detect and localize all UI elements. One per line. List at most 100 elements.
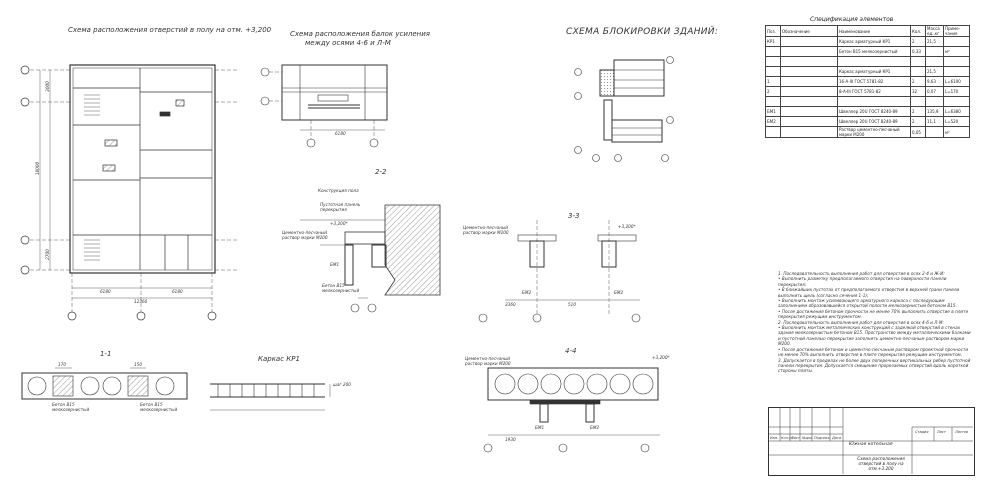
spec-cell: L=170 xyxy=(943,86,970,97)
dim-total: 12360 xyxy=(134,299,148,304)
spec-cell: Каркас арматурный КР1 xyxy=(837,36,911,47)
plan-title: Схема расположения отверстий в полу на о… xyxy=(68,26,272,34)
label-level-44: +3,200* xyxy=(652,355,670,360)
construction-notes: 1. Последовательность выполнения работ д… xyxy=(778,271,973,374)
dim-b: 2700 xyxy=(44,249,50,260)
spec-cell: 8-А-III ГОСТ 5781-82 xyxy=(837,86,911,97)
spec-cell xyxy=(780,76,838,87)
stamp-sheets: Листов xyxy=(955,430,969,434)
note-line: • В ближайших пустотах от предполагаемог… xyxy=(778,287,960,298)
note-line: • После достижения бетоном и цементно-пе… xyxy=(778,346,969,358)
spec-col-designation: Обозначение xyxy=(780,25,838,37)
spec-cell: L=520 xyxy=(943,116,970,127)
spec-col-mass: Масса ед.,кг xyxy=(925,25,944,37)
stamp-stage: Стадия xyxy=(915,430,929,434)
section-1-1-title: 1-1 xyxy=(100,350,112,358)
spec-cell xyxy=(943,36,970,47)
section-4-4-title: 4-4 xyxy=(565,347,577,355)
dim-3360: 3360 xyxy=(505,302,516,307)
spec-cell xyxy=(765,126,781,138)
note-line: • Выполнить разметку предполагаемого отв… xyxy=(778,276,947,287)
spec-cell: Каркас арматурный КР1 xyxy=(837,66,911,77)
spec-cell xyxy=(780,86,838,97)
spec-cell xyxy=(925,46,944,57)
dim-left: 6180 xyxy=(100,289,111,294)
spec-cell: 0,05 xyxy=(910,126,926,138)
spec-cell xyxy=(780,66,838,77)
spec-cell: 2 xyxy=(910,76,926,87)
spec-cell: 9,63 xyxy=(925,76,944,87)
note-line: 3. Допускается в пределах не более двух … xyxy=(778,357,971,374)
spec-cell xyxy=(910,96,926,107)
spec-cell xyxy=(925,96,944,107)
label-bm2-33a: БМ2 xyxy=(522,290,532,295)
dim-a: 3000 xyxy=(44,81,50,92)
spec-cell: 2 xyxy=(910,106,926,117)
note-line: 1. Последовательность выполнения работ д… xyxy=(778,271,945,276)
spec-cell xyxy=(780,106,838,117)
section-4-4 xyxy=(483,367,660,453)
spec-cell: м³ xyxy=(943,46,970,57)
spec-cell: Раствор цементно-песчаный марки М200 xyxy=(837,126,911,138)
label-bm2-44: БМ2 xyxy=(590,425,600,430)
label-bm1-22: БМ1 xyxy=(330,262,340,267)
stamp-col-date: Дата xyxy=(832,436,842,440)
spec-cell: L=6380 xyxy=(943,106,970,117)
section-3-3 xyxy=(478,220,641,323)
spec-cell: 16-А-III ГОСТ 5781-82 xyxy=(837,76,911,87)
dim-1930: 1930 xyxy=(505,437,516,442)
label-concrete-11b: Бетон В15 мелкозернистый xyxy=(140,402,178,412)
section-2-2-title: 2-2 xyxy=(375,168,387,176)
frame-kp1 xyxy=(210,383,331,411)
spec-cell: 21,5 xyxy=(925,36,944,47)
spec-cell: 32 xyxy=(910,86,926,97)
dim-height: 18000 xyxy=(35,161,41,176)
spec-cell: Швеллер 20U ГОСТ 8240-89 xyxy=(837,106,911,117)
spec-cell: 1 xyxy=(765,76,781,87)
label-level-33: +3,200* xyxy=(618,224,636,229)
title-block-grid xyxy=(768,407,973,474)
section-3-3-title: 3-3 xyxy=(568,212,580,220)
spec-cell: Швеллер 20U ГОСТ 8240-89 xyxy=(837,116,911,127)
label-mortar-22: Цементно-песчаный раствор марки М200 xyxy=(282,230,328,240)
spec-cell: L=6100 xyxy=(943,76,970,87)
floor-plan xyxy=(20,64,238,321)
beams-scheme xyxy=(260,64,388,148)
stamp-sheet: Лист xyxy=(937,430,946,434)
spec-cell xyxy=(765,96,781,107)
spec-cell: 2 xyxy=(765,86,781,97)
label-floor-construction: Конструкция пола xyxy=(318,188,359,193)
dim-150: 150 xyxy=(134,362,142,367)
label-mortar-33: Цементно-песчаный раствор марки М200 xyxy=(463,225,509,235)
section-2-2 xyxy=(300,204,441,313)
spec-cell xyxy=(837,96,911,107)
spec-cell xyxy=(943,96,970,107)
spec-col-note: Приме- чание xyxy=(943,25,970,37)
blocking-title: СХЕМА БЛОКИРОВКИ ЗДАНИЙ: xyxy=(566,27,719,37)
label-bm1-44: БМ1 xyxy=(535,425,545,430)
spec-cell: БМ1 xyxy=(765,106,781,117)
dim-beam: 6180 xyxy=(335,131,346,136)
note-line: 2. Последовательность выполнения работ д… xyxy=(778,319,944,325)
spec-cell: м³ xyxy=(943,126,970,138)
spec-title: Спецификация элементов xyxy=(810,16,894,23)
spec-cell xyxy=(943,56,970,67)
object-name: Южная котельная xyxy=(849,442,893,447)
note-line: • После достижения бетоном прочности не … xyxy=(778,308,969,320)
section-1-1 xyxy=(21,367,188,400)
frame-title: Каркас КР1 xyxy=(258,355,300,363)
spec-cell: КР1 xyxy=(765,36,781,47)
spec-header-row: Поз. Обозначение Наименование Кол. Масса… xyxy=(765,25,970,37)
spec-cell: 11,1 xyxy=(925,116,944,127)
spec-cell: Бетон В15 мелкозернистый xyxy=(837,46,911,57)
label-concrete-11a: Бетон В15 мелкозернистый xyxy=(52,402,90,412)
spec-cell xyxy=(765,66,781,77)
dim-510: 510 xyxy=(568,302,576,307)
spec-cell xyxy=(780,56,838,67)
stamp-col-kol: Кол.уч xyxy=(781,436,794,440)
